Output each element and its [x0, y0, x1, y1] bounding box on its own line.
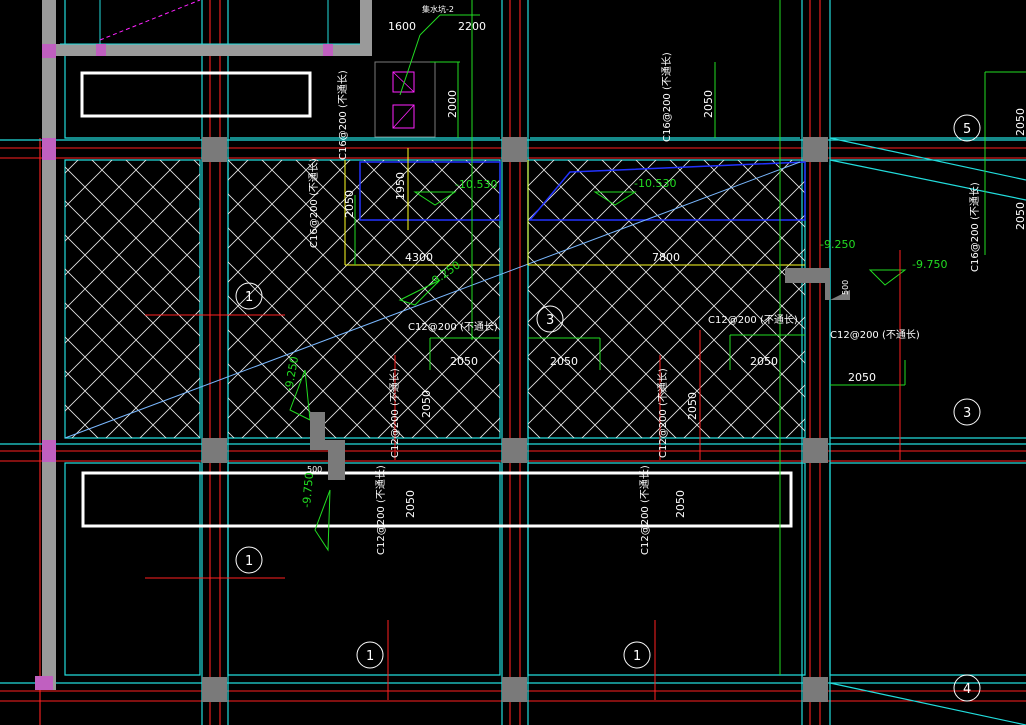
red-details [145, 250, 901, 700]
dim-1950: 1950 [394, 172, 407, 200]
dim-2200: 2200 [458, 20, 486, 33]
green-dims [354, 0, 1026, 675]
marker-7: 3 [963, 406, 971, 421]
rebar-label-7: C12@200 (不通长) [639, 465, 651, 555]
marker-3: 1 [245, 554, 253, 569]
rebar-label-5: C12@200 (不通长) [657, 368, 669, 458]
level-g: -9.750 [300, 472, 316, 508]
dim-4300: 4300 [405, 251, 433, 264]
step-sections [310, 268, 850, 480]
rebar-label-6: C12@200 (不通长) [375, 465, 387, 555]
dim-2050-k: 2050 [1014, 108, 1026, 136]
marker-6: 5 [963, 122, 971, 137]
rebar-label-4: C12@200 (不通长) [389, 368, 401, 458]
dim-2050-l: 2050 [1014, 202, 1026, 230]
dim-2050-a: 2050 [343, 190, 356, 218]
level-symbols [289, 191, 907, 552]
dim-500-a: 500 [307, 465, 322, 474]
rebar-label-9: C16@200 (不通长) [308, 158, 320, 248]
dim-2050-i: 2050 [674, 490, 687, 518]
openings [80, 71, 793, 528]
rebar-label-10: C16@200 (不通长) [661, 52, 673, 142]
rebar-label-2: C12@200 (不通长) [708, 314, 798, 326]
marker-2: 3 [546, 313, 554, 328]
rebar-label-11: C16@200 (不通长) [969, 182, 981, 272]
rebar-label-8: C16@200 (不通长) [337, 70, 349, 160]
marker-8: 4 [963, 682, 971, 697]
level-b: -10.530 [634, 177, 676, 190]
rebar-label-1: C12@200 (不通长) [408, 321, 498, 333]
yellow-dims [344, 148, 805, 266]
pit-outlines [359, 161, 806, 221]
hatched-slab [65, 160, 805, 438]
circle-markers [235, 114, 981, 702]
rebar-label-3: C12@200 (不通长) [830, 329, 920, 341]
dim-2050-g: 2050 [686, 392, 699, 420]
dim-2050-j: 2050 [702, 90, 715, 118]
circle-marker-labels: 1 3 1 1 1 5 3 4 [245, 122, 971, 697]
dim-7800: 7800 [652, 251, 680, 264]
wall-pink-markers [42, 44, 333, 462]
dim-2050-d: 2050 [750, 355, 778, 368]
diagonal-reference [64, 161, 801, 439]
dim-2050-f: 2050 [420, 390, 433, 418]
dim-2050-h: 2050 [404, 490, 417, 518]
rebar-texts: C12@200 (不通长) C12@200 (不通长) C12@200 (不通长… [308, 52, 981, 555]
marker-1: 1 [245, 290, 253, 305]
sump-pit [374, 61, 436, 138]
dim-500-b: 500 [841, 280, 850, 295]
dim-2050-e: 2050 [848, 371, 876, 384]
dim-1600: 1600 [388, 20, 416, 33]
outer-wall [35, 0, 372, 690]
columns [202, 137, 828, 702]
dim-2050-b: 2050 [450, 355, 478, 368]
level-c: -9.250 [820, 238, 855, 251]
dim-2050-c: 2050 [550, 355, 578, 368]
level-d: -9.750 [912, 258, 947, 271]
dimension-texts: 集水坑-2 1600 2200 2000 1950 2050 4300 7800… [307, 4, 1026, 518]
level-f: -9.250 [282, 355, 301, 392]
level-a: -10.530 [455, 178, 497, 191]
dim-2000: 2000 [446, 90, 459, 118]
label-top-tag: 集水坑-2 [422, 4, 454, 14]
marker-5: 1 [633, 649, 641, 664]
marker-4: 1 [366, 649, 374, 664]
